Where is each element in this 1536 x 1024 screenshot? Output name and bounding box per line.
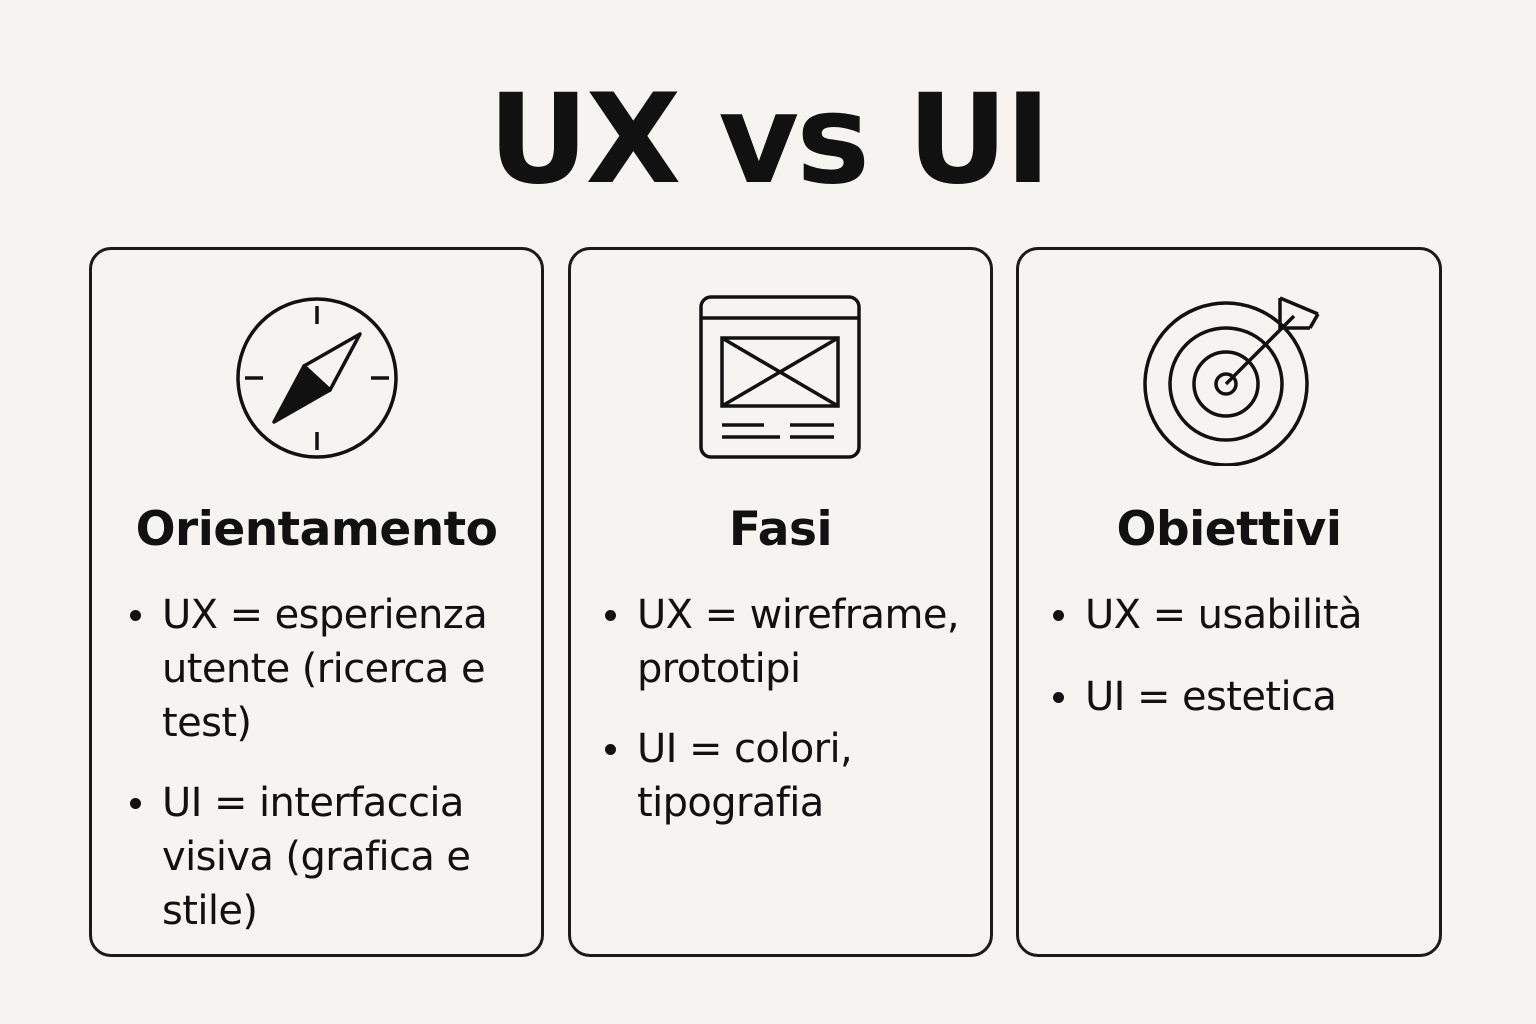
bullet-item: UI = interfaccia visiva (grafica e stile… (128, 776, 529, 938)
card-obiettivi: Obiettivi UX = usabilità UI = estetica (1016, 247, 1442, 957)
bullet-item: UX = wireframe, prototipi (603, 588, 978, 696)
bullet-item: UI = colori, tipografia (603, 722, 978, 830)
card-heading-obiettivi: Obiettivi (1116, 502, 1342, 557)
bullet-item: UI = estetica (1051, 670, 1427, 724)
card-fasi: Fasi UX = wireframe, prototipi UI = colo… (568, 247, 993, 957)
card-heading-fasi: Fasi (728, 502, 833, 557)
bullet-item: UX = usabilità (1051, 588, 1427, 642)
target-icon (1019, 290, 1439, 466)
card-heading-orientamento: Orientamento (135, 502, 498, 557)
page-title: UX vs UI (487, 68, 1051, 212)
bullet-list-fasi: UX = wireframe, prototipi UI = colori, t… (603, 588, 978, 856)
compass-icon (92, 290, 541, 466)
bullet-list-orientamento: UX = esperienza utente (ricerca e test) … (128, 588, 529, 964)
bullet-item: UX = esperienza utente (ricerca e test) (128, 588, 529, 750)
card-orientamento: Orientamento UX = esperienza utente (ric… (89, 247, 544, 957)
bullet-list-obiettivi: UX = usabilità UI = estetica (1051, 588, 1427, 752)
wireframe-icon (571, 290, 990, 466)
